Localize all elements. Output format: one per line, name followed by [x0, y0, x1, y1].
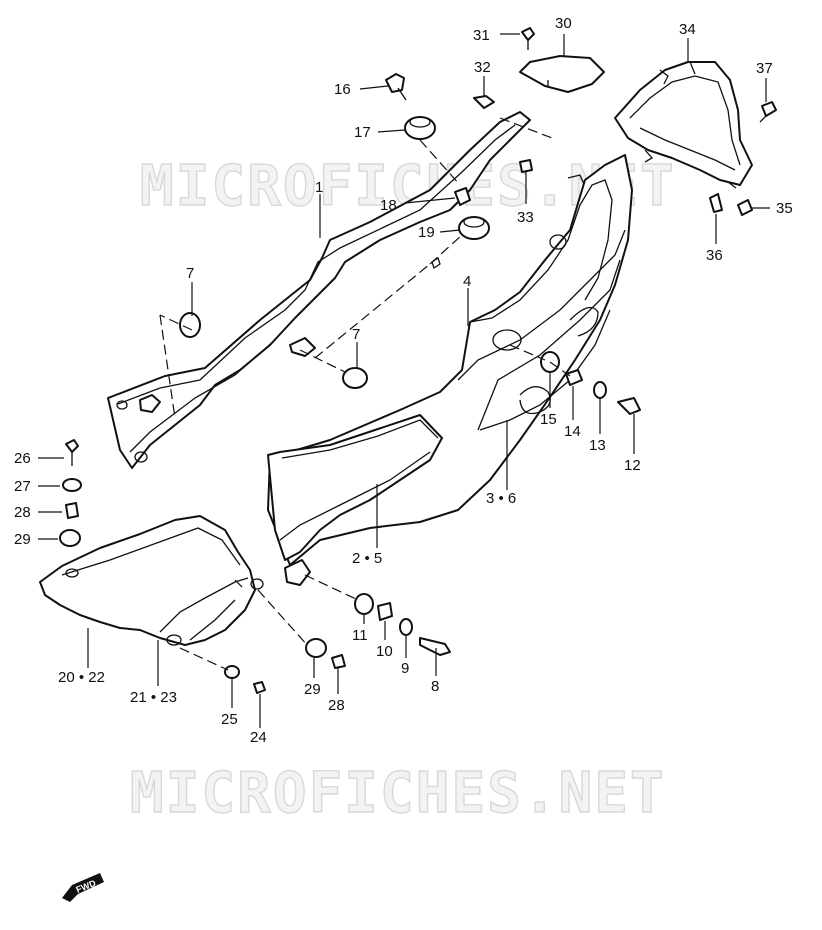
callout-29b: 29 — [304, 681, 321, 698]
callout-2-5: 2 • 5 — [352, 550, 382, 567]
callout-19: 19 — [418, 224, 435, 241]
callout-24: 24 — [250, 729, 267, 746]
callout-7b: 7 — [352, 326, 360, 343]
callout-7a: 7 — [186, 265, 194, 282]
callout-27: 27 — [14, 478, 31, 495]
callout-34: 34 — [679, 21, 696, 38]
callout-33: 33 — [517, 209, 534, 226]
callout-4: 4 — [463, 273, 471, 290]
callout-17: 17 — [354, 124, 371, 141]
callout-8: 8 — [431, 678, 439, 695]
callout-11: 11 — [352, 627, 368, 644]
lower-cowl — [39, 515, 264, 646]
callout-18: 18 — [380, 197, 397, 214]
callout-9: 9 — [401, 660, 409, 677]
leader-lines — [38, 33, 770, 728]
callout-1: 1 — [315, 179, 323, 196]
lower-side-cover — [267, 414, 443, 586]
watermark-bottom: MICROFICHES.NET — [130, 761, 666, 826]
callout-28b: 28 — [328, 697, 345, 714]
callout-20-22: 20 • 22 — [58, 669, 105, 686]
fasteners — [59, 27, 777, 694]
callout-36: 36 — [706, 247, 723, 264]
callout-16: 16 — [334, 81, 351, 98]
small-cover-30 — [519, 55, 605, 93]
callout-12: 12 — [624, 457, 641, 474]
callout-28a: 28 — [14, 504, 31, 521]
callout-10: 10 — [376, 643, 393, 660]
fwd-label: FWD — [75, 878, 98, 895]
callout-37: 37 — [756, 60, 773, 77]
assembly-lines — [159, 117, 571, 671]
callout-32: 32 — [474, 59, 491, 76]
callout-29a: 29 — [14, 531, 31, 548]
callout-25: 25 — [221, 711, 238, 728]
tail-bracket — [614, 61, 753, 189]
callout-30: 30 — [555, 15, 572, 32]
callout-14: 14 — [564, 423, 581, 440]
callout-15: 15 — [540, 411, 557, 428]
callout-26: 26 — [14, 450, 31, 467]
callouts: 1 2 • 5 3 • 6 4 7 7 8 9 10 11 12 13 14 1… — [14, 15, 793, 746]
forward-arrow-icon: FWD — [62, 873, 104, 902]
callout-13: 13 — [589, 437, 606, 454]
callout-3-6: 3 • 6 — [486, 490, 516, 507]
callout-21-23: 21 • 23 — [130, 689, 177, 706]
callout-35: 35 — [776, 200, 793, 217]
callout-31: 31 — [473, 27, 490, 44]
